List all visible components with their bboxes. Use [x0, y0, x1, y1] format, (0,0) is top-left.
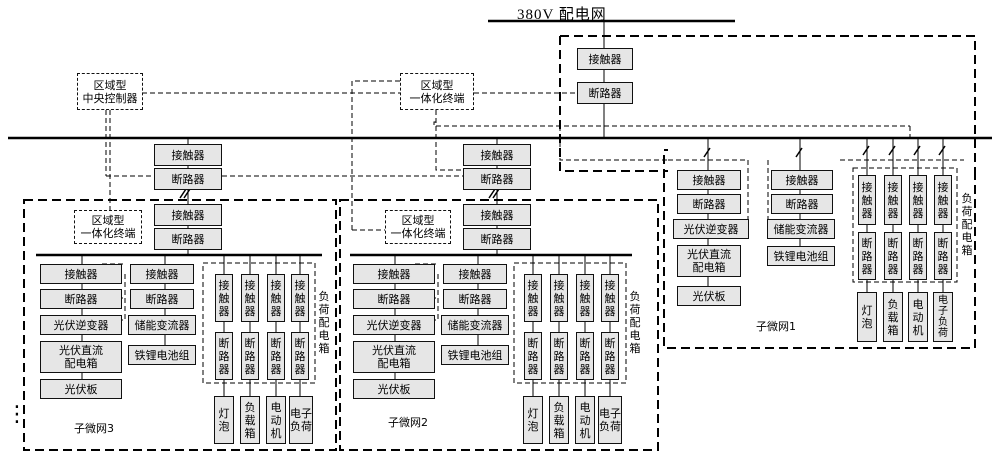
- mg1-pv-contactor: 接触器: [677, 170, 741, 190]
- terminal-mg1: 区域型 一体化终端: [400, 73, 474, 110]
- mg3-load1-contactor: 接 触 器: [215, 274, 233, 322]
- mg3-pv-contactor: 接触器: [40, 264, 122, 284]
- mg2-load4-contactor: 接 触 器: [601, 274, 619, 322]
- mg3-pv-dc-box: 光伏直流 配电箱: [40, 341, 122, 373]
- mg3-load-box-label: 负 荷 配 电 箱: [318, 290, 330, 355]
- mg2-pcc-breaker: 断路器: [463, 228, 531, 250]
- mg1-load-box: 负 载 箱: [883, 292, 903, 342]
- mg3-load-electronic: 电子 负荷: [289, 396, 313, 444]
- mg2-load-bulb: 灯 泡: [523, 396, 543, 444]
- mg2-feeder-breaker: 断路器: [463, 168, 531, 190]
- grid-breaker: 断路器: [577, 82, 633, 104]
- mg2-load3-contactor: 接 触 器: [576, 274, 594, 322]
- mg2-pv-panel: 光伏板: [353, 379, 435, 399]
- mg2-storage-contactor: 接触器: [443, 264, 507, 284]
- grid-title: 380V 配电网: [517, 7, 607, 23]
- mg3-storage-converter: 储能变流器: [128, 315, 196, 335]
- mg2-load2-breaker: 断 路 器: [550, 332, 568, 380]
- mg2-boundary: [339, 199, 659, 451]
- mg1-label: 子微网1: [756, 320, 796, 333]
- mg3-feeder-breaker: 断路器: [154, 168, 222, 190]
- mg3-feeder-contactor: 接触器: [154, 144, 222, 166]
- mg2-load-electronic: 电子 负荷: [598, 396, 622, 444]
- mg2-load2-contactor: 接 触 器: [550, 274, 568, 322]
- mg2-feeder-contactor: 接触器: [463, 144, 531, 166]
- mg3-load4-contactor: 接 触 器: [291, 274, 309, 322]
- terminal-mg2: 区域型 一体化终端: [385, 210, 451, 244]
- mg3-pv-panel: 光伏板: [40, 379, 122, 399]
- mg2-load1-contactor: 接 触 器: [524, 274, 542, 322]
- mg2-storage-converter: 储能变流器: [441, 315, 509, 335]
- mg3-load2-contactor: 接 触 器: [241, 274, 259, 322]
- mg3-load3-breaker: 断 路 器: [267, 332, 285, 380]
- mg1-pv-breaker: 断路器: [677, 194, 741, 214]
- mg3-load1-breaker: 断 路 器: [215, 332, 233, 380]
- mg1-load2-contactor: 接 触 器: [884, 175, 902, 225]
- mg3-storage-contactor: 接触器: [130, 264, 194, 284]
- mg1-pv-inverter: 光伏逆变器: [673, 219, 749, 239]
- mg2-load3-breaker: 断 路 器: [576, 332, 594, 380]
- mg3-label: 子微网3: [74, 422, 114, 435]
- mg2-pv-dc-box: 光伏直流 配电箱: [353, 341, 435, 373]
- mg1-boundary: [560, 35, 976, 171]
- mg1-load-electronic: 电 子 负 荷: [933, 292, 953, 342]
- mg3-battery: 铁锂电池组: [128, 345, 196, 365]
- mg1-pv-dc-box: 光伏直流 配电箱: [677, 245, 741, 277]
- mg2-load4-breaker: 断 路 器: [601, 332, 619, 380]
- mg3-pv-breaker: 断路器: [40, 289, 122, 309]
- mg1-storage-converter: 储能变流器: [767, 219, 835, 239]
- mg1-load4-breaker: 断 路 器: [934, 232, 952, 280]
- mg1-storage-breaker: 断路器: [771, 194, 833, 214]
- mg2-pv-inverter: 光伏逆变器: [353, 315, 435, 335]
- mg2-load-box-label: 负 荷 配 电 箱: [629, 290, 641, 355]
- mg1-pv-panel: 光伏板: [677, 286, 741, 306]
- mg3-load-motor: 电 动 机: [266, 396, 286, 444]
- mg3-pv-inverter: 光伏逆变器: [40, 315, 122, 335]
- mg2-label: 子微网2: [388, 416, 428, 429]
- mg2-storage-breaker: 断路器: [443, 289, 507, 309]
- mg2-pcc-contactor: 接触器: [463, 204, 531, 226]
- mg3-load-box: 负 载 箱: [240, 396, 260, 444]
- mg1-load-bulb: 灯 泡: [857, 292, 877, 342]
- mg1-load3-breaker: 断 路 器: [909, 232, 927, 280]
- mg3-pcc-contactor: 接触器: [154, 204, 222, 226]
- mg2-load-motor: 电 动 机: [575, 396, 595, 444]
- grid-contactor: 接触器: [577, 48, 633, 70]
- ellipsis: ⋮: [6, 402, 28, 427]
- mg2-pv-breaker: 断路器: [353, 289, 435, 309]
- mg3-boundary: [23, 199, 337, 451]
- mg3-pcc-breaker: 断路器: [154, 228, 222, 250]
- mg1-load1-contactor: 接 触 器: [858, 175, 876, 225]
- mg1-load2-breaker: 断 路 器: [884, 232, 902, 280]
- mg2-battery: 铁锂电池组: [441, 345, 509, 365]
- mg3-load3-contactor: 接 触 器: [267, 274, 285, 322]
- central-controller: 区域型 中央控制器: [77, 73, 143, 110]
- mg2-pv-contactor: 接触器: [353, 264, 435, 284]
- mg1-load1-breaker: 断 路 器: [858, 232, 876, 280]
- mg1-load3-contactor: 接 触 器: [909, 175, 927, 225]
- mg1-storage-contactor: 接触器: [771, 170, 833, 190]
- mg3-load2-breaker: 断 路 器: [241, 332, 259, 380]
- mg3-load4-breaker: 断 路 器: [291, 332, 309, 380]
- mg3-storage-breaker: 断路器: [130, 289, 194, 309]
- mg2-load-box: 负 载 箱: [549, 396, 569, 444]
- mg3-load-bulb: 灯 泡: [214, 396, 234, 444]
- mg1-load-box-label: 负 荷 配 电 箱: [961, 192, 973, 257]
- mg1-battery: 铁锂电池组: [767, 246, 835, 266]
- terminal-mg3: 区域型 一体化终端: [74, 210, 142, 244]
- mg2-load1-breaker: 断 路 器: [524, 332, 542, 380]
- mg1-load-motor: 电 动 机: [908, 292, 928, 342]
- mg1-load4-contactor: 接 触 器: [934, 175, 952, 225]
